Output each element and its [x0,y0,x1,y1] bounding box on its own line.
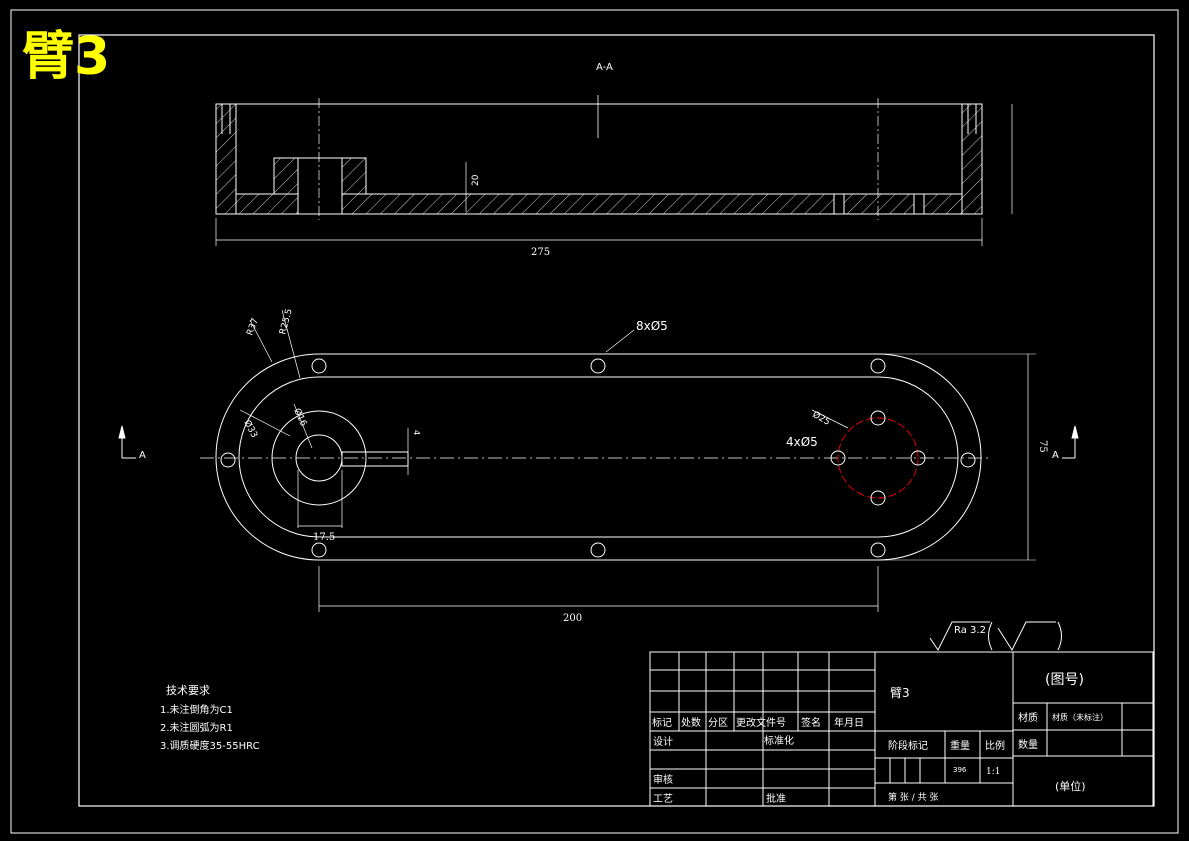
hdr-zone: 分区 [708,717,728,729]
hdr-change-doc: 更改文件号 [736,716,786,729]
holes-8 [220,358,976,558]
label-4-holes: 4xØ5 [786,435,818,449]
right-wall [961,103,983,215]
drawing-number: (图号) [1045,672,1084,688]
dim-d16: Ø16 [291,407,309,429]
tech-item-2: 2.未注圆弧为R1 [160,721,233,734]
weight-value: 396 [953,766,967,774]
boss-left [273,157,299,195]
keyway [341,451,409,467]
section-mark-left: A [139,450,146,461]
inner-pocket [238,376,959,538]
pivot-outer-circle [271,410,367,506]
process-label: 工艺 [653,793,673,805]
roughness-symbol: Ra 3.2 [929,621,1062,652]
hdr-mark: 标记 [652,717,672,729]
standardization-label: 标准化 [764,734,794,747]
dim-d25: Ø25 [811,409,833,428]
hdr-count: 处数 [681,716,701,729]
label-8-holes: 8xØ5 [636,319,668,333]
design-label: 设计 [653,735,673,748]
scale-value: 1:1 [986,767,1000,777]
boss-right [341,157,367,195]
dim-height: 20 [471,174,481,186]
section-label: A-A [596,62,613,73]
part-name: 臂3 [890,686,910,700]
section-mark-right: A [1052,450,1059,461]
outer-outline [215,353,982,561]
hdr-date: 年月日 [834,716,864,729]
review-label: 审核 [653,773,673,786]
floor [235,193,963,215]
dim-75: 75 [1037,440,1048,453]
material-label: 材质 [1018,711,1038,724]
dim-r25: R25.5 [278,308,294,336]
quantity-label: 数量 [1018,738,1038,751]
svg-text:Ra 3.2: Ra 3.2 [954,625,986,636]
unit-label: (单位) [1055,779,1086,793]
sheet-count: 第 张 / 共 张 [888,791,938,803]
left-wall [215,103,237,215]
dim-r37: R37 [245,317,260,337]
tech-requirements: 技术要求 1.未注倒角为C1 2.未注圆弧为R1 3.调质硬度35-55HRC [160,684,260,752]
dim-275: 275 [531,247,550,258]
plan-view: 75 17.5 4 R37 R25.5 Ø33 Ø16 8xØ5 [118,308,1079,624]
dim-4: 4 [412,430,421,435]
material-value: 材质（未标注） [1052,712,1108,722]
banner-title: 臂3 [22,27,110,87]
dim-200: 200 [563,613,582,624]
tech-title: 技术要求 [166,684,210,697]
title-block [649,651,1154,807]
scale-label: 比例 [985,739,1005,752]
section-view: A-A 20 275 [215,62,1013,258]
approve-label: 批准 [766,792,786,805]
outer-frame [10,9,1179,834]
holes-4 [830,410,926,506]
title-block-text: 臂3 (图号) 材质 材质（未标注） 数量 (单位) 标记 处数 分区 更改文件… [652,672,1108,805]
bore [297,157,343,215]
tech-item-3: 3.调质硬度35-55HRC [160,739,260,752]
tech-item-1: 1.未注倒角为C1 [160,703,233,716]
weight-label: 重量 [950,739,970,752]
inner-frame [78,34,1155,807]
dim-17: 17.5 [313,532,335,543]
hidden-pcd-circle [837,417,919,499]
hdr-sign: 签名 [801,716,821,729]
stage-mark-label: 阶段标记 [888,739,928,752]
